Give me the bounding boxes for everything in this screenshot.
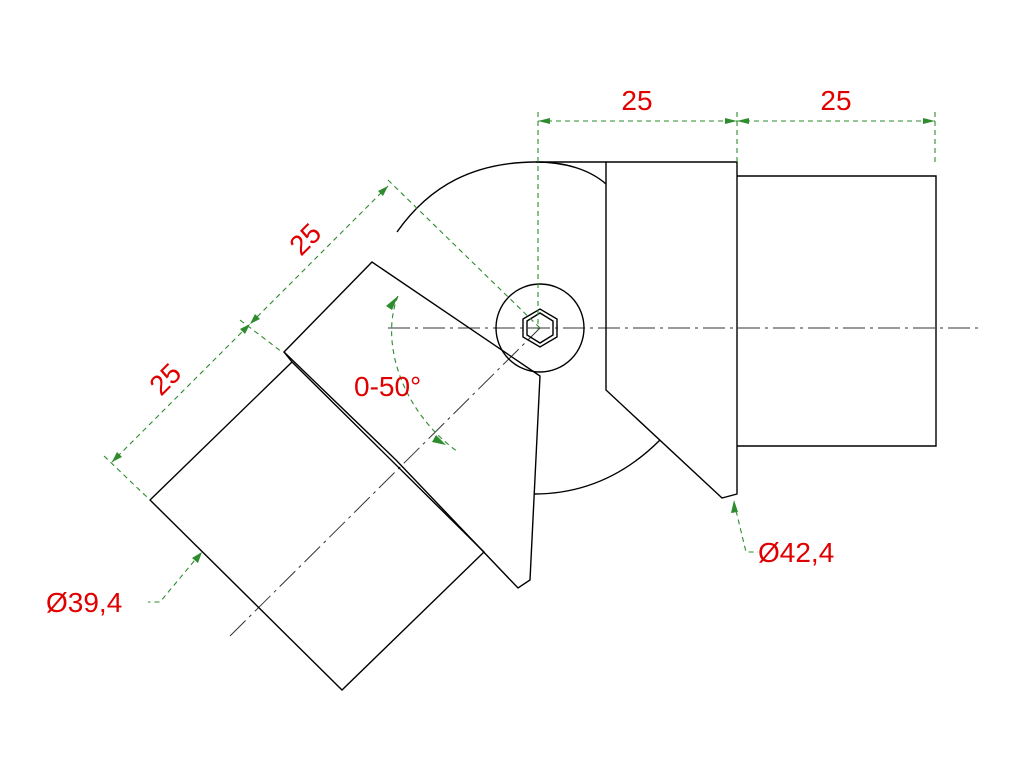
left-joint-seam bbox=[283, 351, 293, 363]
arrow-angled-4 bbox=[112, 452, 122, 462]
arrow-angled-3 bbox=[240, 324, 250, 334]
left-tube bbox=[149, 361, 485, 691]
lower-disk-arc bbox=[533, 439, 661, 495]
hex-socket-inner bbox=[526, 312, 554, 344]
right-diameter-label: Ø42,4 bbox=[758, 537, 834, 568]
arrow-top-3 bbox=[737, 118, 749, 124]
left-diameter-label: Ø39,4 bbox=[46, 587, 122, 618]
angled-centerline bbox=[229, 327, 541, 637]
right-diameter-leader bbox=[733, 501, 758, 553]
dim-ext-angled-1 bbox=[387, 179, 541, 329]
left-joint-body bbox=[283, 261, 541, 589]
right-joint-body bbox=[605, 161, 738, 499]
right-disk-arc bbox=[535, 161, 607, 185]
right-tube bbox=[737, 175, 937, 447]
angle-label: 0-50° bbox=[354, 371, 421, 402]
angle-arc bbox=[391, 295, 459, 453]
arrow-angle-top bbox=[386, 296, 398, 310]
hinge-bolt-head bbox=[495, 283, 585, 373]
arrow-top-1 bbox=[538, 118, 550, 124]
dim-ext-angled-2 bbox=[239, 319, 283, 353]
dim-label-angled-lower: 25 bbox=[143, 357, 187, 401]
arrow-angle-bottom bbox=[432, 435, 446, 445]
arrow-angled-2 bbox=[250, 314, 260, 324]
dim-ext-angled-3 bbox=[103, 455, 151, 501]
dim-label-angled-upper: 25 bbox=[283, 217, 327, 261]
arrow-left-diameter bbox=[192, 552, 202, 563]
dim-label-top-left: 25 bbox=[621, 85, 652, 116]
left-diameter-leader bbox=[148, 553, 201, 603]
hex-socket-icon bbox=[522, 308, 558, 348]
arrow-top-2 bbox=[725, 118, 737, 124]
arrow-angled-1 bbox=[378, 186, 388, 196]
upper-disk-arc bbox=[396, 161, 537, 233]
dim-line-angled bbox=[111, 185, 389, 463]
dim-label-top-right: 25 bbox=[820, 85, 851, 116]
arrow-top-4 bbox=[923, 118, 935, 124]
arrow-right-diameter bbox=[731, 500, 738, 513]
